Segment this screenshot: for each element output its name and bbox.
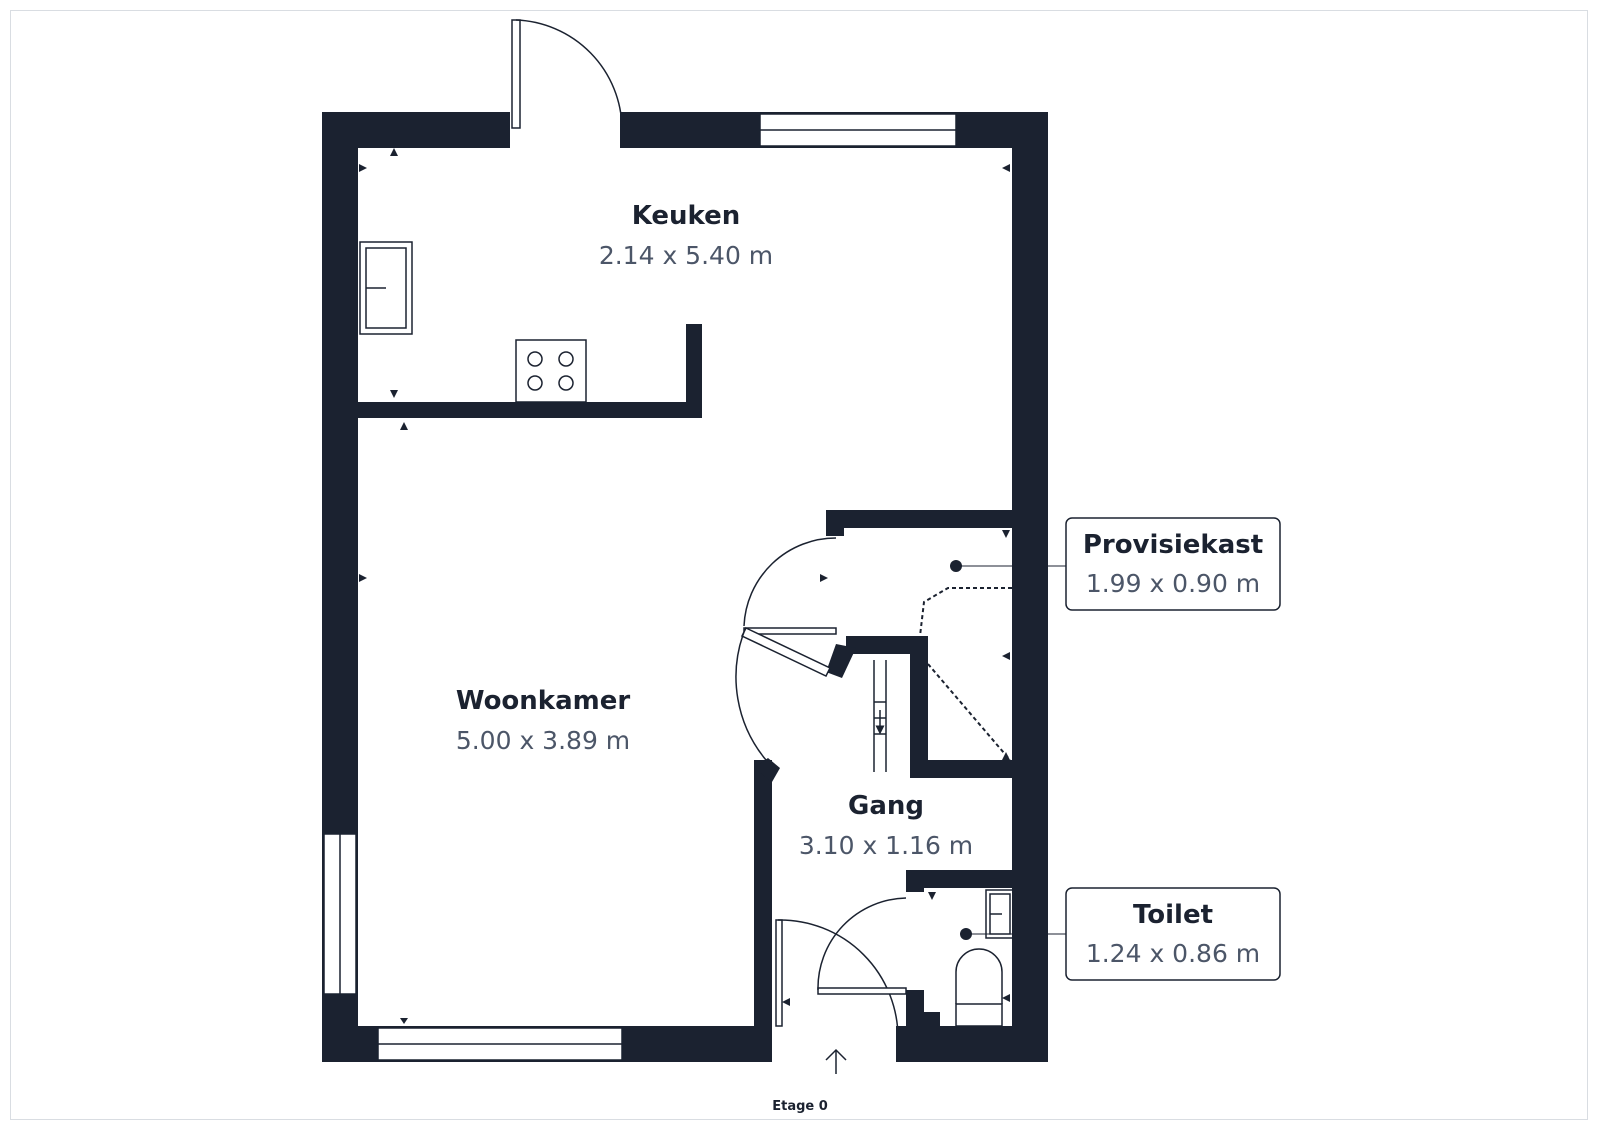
room-dims-woonkamer: 5.00 x 3.89 m: [456, 726, 630, 755]
door-living-leaf: [740, 627, 832, 677]
wall-stair-bottom: [910, 760, 1016, 778]
wall-stair-right: [910, 636, 928, 776]
wall-pantry-top: [826, 510, 1016, 528]
front-door-leaf: [775, 919, 783, 1027]
wall-kitchen-divider: [358, 402, 702, 418]
front-door-swing: [777, 919, 899, 1041]
room-markers: [950, 560, 1066, 940]
wall-bottom-right: [896, 1026, 1048, 1062]
room-name-woonkamer: Woonkamer: [456, 686, 631, 716]
stove-icon: [515, 339, 587, 403]
callout-provisiekast: [1065, 517, 1281, 611]
dimension-ticks: [359, 148, 1010, 1024]
wall-toilet-top: [906, 870, 1016, 888]
room-name-provisiekast: Provisiekast: [1083, 530, 1263, 560]
wall-hall-left: [754, 760, 772, 1060]
windows: [323, 113, 957, 1061]
room-name-toilet: Toilet: [1133, 900, 1213, 930]
wall-toilet-stub-bottom: [906, 990, 924, 1030]
fixtures: [359, 241, 1015, 1027]
door-living-swing: [735, 631, 767, 761]
wall-hall-corner: [754, 758, 780, 782]
room-dims-gang: 3.10 x 1.16 m: [799, 831, 973, 860]
room-dims-toilet: 1.24 x 0.86 m: [1086, 939, 1260, 968]
wall-kitchen-stub: [686, 324, 702, 418]
door-toilet-leaf: [817, 987, 907, 995]
wall-pantry-mid: [846, 636, 928, 654]
wall-top-left: [322, 112, 510, 148]
plan-frame: [10, 10, 1588, 1120]
door-kitchen-leaf: [511, 19, 521, 129]
sink-icon: [359, 241, 413, 335]
door-pantry-swing: [743, 537, 837, 627]
doors: [511, 19, 907, 1041]
room-dims-keuken: 2.14 x 5.40 m: [599, 241, 773, 270]
washbasin-icon: [985, 889, 1015, 939]
wall-toilet-stub-small: [922, 1012, 940, 1030]
toilet-icon: [955, 948, 1003, 1027]
wall-pantry-jamb: [826, 644, 856, 678]
callout-toilet: [1065, 887, 1281, 981]
entrance-arrow-icon: [825, 1048, 847, 1074]
room-dims-provisiekast: 1.99 x 0.90 m: [1086, 569, 1260, 598]
door-kitchen-swing: [515, 19, 623, 129]
pantry-outline-dotted: [919, 587, 1012, 637]
floor-label: Etage 0: [772, 1099, 828, 1114]
room-name-keuken: Keuken: [632, 201, 741, 231]
stair-outline-dotted: [927, 663, 1011, 761]
wall-pantry-stub: [826, 510, 844, 536]
room-name-gang: Gang: [848, 791, 924, 821]
stairs-icon: [873, 660, 887, 772]
door-toilet-swing: [817, 897, 907, 991]
wall-right: [1012, 112, 1048, 1062]
wall-toilet-stub-top: [906, 870, 924, 892]
